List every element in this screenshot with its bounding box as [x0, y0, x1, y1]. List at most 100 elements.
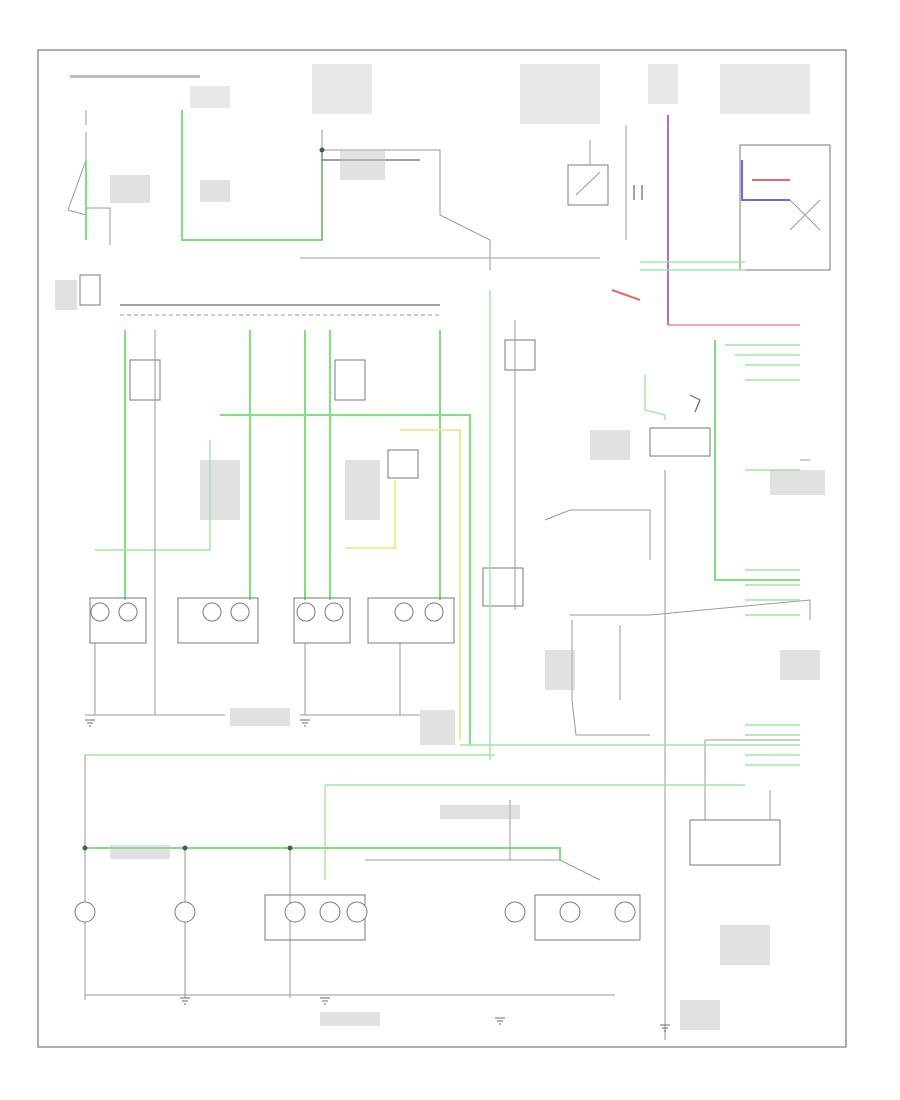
- left-connector-block: [79, 274, 101, 306]
- lamp-bulb-2b: [230, 602, 250, 622]
- harness-switch-wire: [544, 509, 651, 560]
- label-bar-p: [545, 650, 575, 690]
- green-left-return: [95, 440, 211, 551]
- bottom-junction-3: [82, 845, 88, 851]
- lamp-bulb-1a: [90, 602, 110, 622]
- label-bar-g: [590, 430, 630, 460]
- control-module-box: [689, 819, 781, 866]
- bottom-lamp-7: [559, 901, 581, 923]
- lower-green-bus: [85, 847, 561, 860]
- label-bar-f: [345, 460, 380, 520]
- ground-symbol-4: [660, 1024, 670, 1032]
- harness-green-2: [644, 375, 666, 420]
- bottom-lamp-8: [614, 901, 636, 923]
- bottom-lamp-box-2: [534, 894, 641, 941]
- lamp-bulb-1b: [118, 602, 138, 622]
- harness-brown-link: [689, 394, 701, 413]
- center-relay-group: [482, 290, 811, 760]
- illegible-label-bars: [55, 150, 825, 1030]
- lower-vertical-drops: [184, 848, 291, 998]
- left-switch-wire: [67, 110, 87, 240]
- label-bar-q: [780, 650, 820, 680]
- right-switch-box: [739, 144, 831, 271]
- ground-symbol-2: [320, 997, 330, 1005]
- label-bar-j: [230, 708, 290, 726]
- harness-green-bundle: [725, 344, 800, 381]
- left-ground-wire: [86, 207, 111, 245]
- top-green-loop: [181, 110, 323, 241]
- upper-lamp-box-4: [504, 339, 536, 371]
- lower-routing-group: [84, 744, 745, 1000]
- label-bar-b: [200, 180, 230, 202]
- fuse-label-block-4: [648, 64, 678, 104]
- lamp-bulb-3a: [296, 602, 316, 622]
- fuse-label-block-1: [190, 86, 230, 108]
- lamp-cluster-4: [367, 597, 455, 644]
- harness-right-pairs: [745, 469, 800, 616]
- harness-switch-box: [649, 427, 711, 457]
- harness-terminal-stub: [800, 459, 810, 461]
- bottom-lamp-6: [504, 901, 526, 923]
- label-bar-k: [110, 845, 170, 859]
- center-relay-box: [482, 567, 524, 607]
- bottom-lamp-3: [284, 901, 306, 923]
- header-label-bar: [70, 75, 200, 78]
- bottom-lamp-row: [74, 845, 641, 941]
- green-pair-right: [640, 261, 745, 271]
- yellow-wire-1: [400, 429, 461, 740]
- fuse-label-block-3: [520, 64, 600, 124]
- label-bar-c: [340, 150, 385, 180]
- lamp-bulb-4b: [424, 602, 444, 622]
- lamp-row-upper: [129, 330, 536, 690]
- connector-pins: [633, 185, 643, 200]
- lamp-bulb-2a: [202, 602, 222, 622]
- lamp-bulb-3b: [324, 602, 344, 622]
- lamp-cluster-row: [85, 597, 455, 716]
- center-mid-wire: [571, 620, 650, 736]
- label-bar-n: [680, 1000, 720, 1030]
- top-fuse-group: [67, 64, 831, 326]
- label-bar-i: [420, 710, 455, 745]
- label-bar-e: [200, 460, 240, 520]
- bottom-lamp-2: [174, 901, 196, 923]
- harness-green-1: [714, 340, 800, 581]
- fuse-label-block-2: [312, 64, 372, 114]
- switch-feed-wire: [322, 149, 491, 270]
- label-bar-o: [320, 1012, 380, 1026]
- ground-symbols: [85, 719, 670, 1032]
- bottom-lamp-4: [319, 901, 341, 923]
- bottom-lamp-1: [74, 901, 96, 923]
- green-cross-line: [220, 414, 471, 745]
- diagram-frame: [37, 49, 847, 1048]
- bottom-lamp-5: [346, 901, 368, 923]
- bottom-junction-1: [182, 845, 188, 851]
- harness-bottom-pairs: [745, 724, 800, 766]
- ground-symbol-5: [85, 719, 95, 727]
- ground-symbol-3: [495, 1017, 505, 1025]
- upper-lamp-box-2: [334, 359, 366, 401]
- lamp-cluster-2: [177, 597, 259, 644]
- lamp-cluster-3: [293, 597, 351, 644]
- lamp-cluster-1: [89, 597, 147, 644]
- lamp-bulb-4a: [394, 602, 414, 622]
- red-wire-lower: [611, 289, 641, 301]
- label-bar-l: [440, 805, 520, 819]
- label-bar-a: [110, 175, 150, 203]
- label-bar-h: [770, 470, 825, 495]
- upper-lamp-box-1: [129, 359, 161, 401]
- junction-dot: [319, 147, 325, 153]
- bottom-junction-2: [287, 845, 293, 851]
- label-bar-m: [720, 925, 770, 965]
- blue-wire: [741, 160, 790, 201]
- label-bar-d: [55, 280, 77, 310]
- control-module-feed: [704, 739, 800, 820]
- switch-contacts: [789, 199, 821, 231]
- right-harness-group: [544, 340, 810, 1040]
- ground-symbol-6: [300, 719, 310, 727]
- yellow-wire-2: [345, 480, 396, 549]
- lower-wire-right: [365, 859, 601, 881]
- bus-bar-group: [79, 257, 600, 316]
- center-upper-wire: [570, 599, 811, 620]
